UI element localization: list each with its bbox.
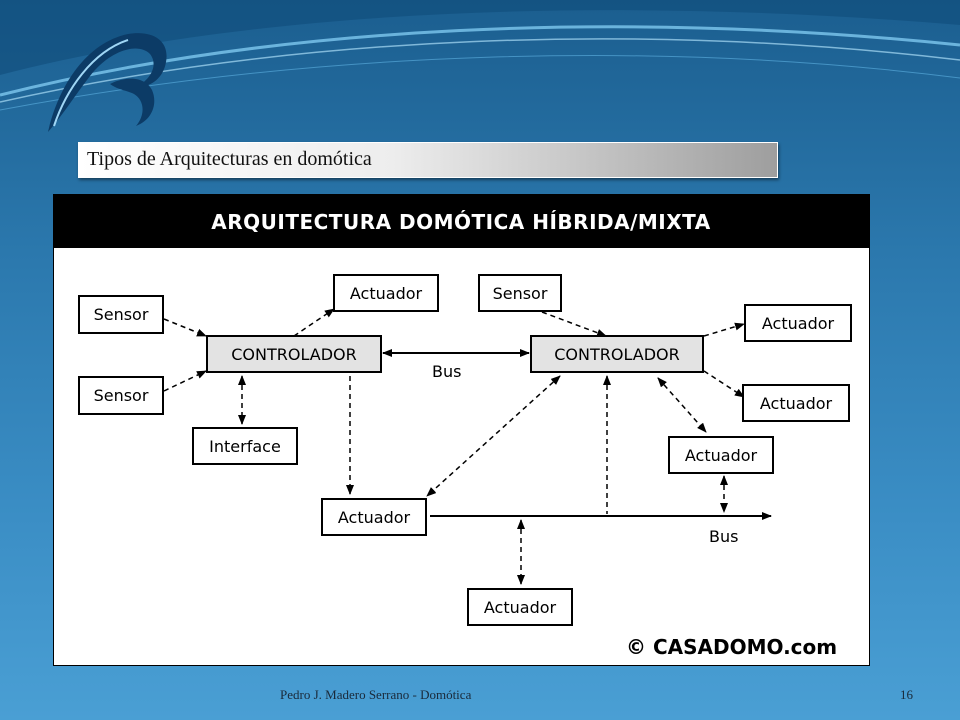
edge-controller2-actuator-right-1 (703, 322, 745, 337)
node-actuator-right-2: Actuador (742, 384, 850, 422)
slide-title: Tipos de Arquitecturas en domótica (87, 148, 372, 170)
edge-sensor1-controller1 (163, 318, 207, 337)
diagram-copyright: © CASADOMO.com (626, 635, 837, 659)
svg-text:Actuador: Actuador (350, 284, 423, 303)
bus-top-label: Bus (432, 362, 461, 381)
edge-controller1-actuator-top-left (293, 308, 335, 337)
svg-text:Interface: Interface (209, 437, 281, 456)
svg-text:Actuador: Actuador (760, 394, 833, 413)
node-controller-1: CONTROLADOR (206, 335, 382, 373)
svg-text:CONTROLADOR: CONTROLADOR (231, 345, 356, 364)
diagram-canvas: ARQUITECTURA DOMÓTICA HÍBRIDA/MIXTA Bus … (54, 195, 869, 659)
svg-text:Actuador: Actuador (762, 314, 835, 333)
node-actuator-right-3: Actuador (668, 436, 774, 474)
diagram-banner (54, 195, 869, 248)
edge-controller2-actuator-right-2 (703, 370, 745, 398)
node-actuator-bottom: Actuador (467, 588, 573, 626)
bus-top: Bus (382, 349, 530, 381)
svg-text:Actuador: Actuador (338, 508, 411, 527)
bus-bottom: Bus (430, 512, 772, 546)
architecture-diagram: ARQUITECTURA DOMÓTICA HÍBRIDA/MIXTA Bus … (53, 194, 870, 666)
node-sensor-2: Sensor (78, 376, 164, 415)
node-actuator-bus-left: Actuador (321, 498, 427, 536)
node-interface: Interface (192, 427, 298, 465)
bus-bottom-label: Bus (709, 527, 738, 546)
title-bar: Tipos de Arquitecturas en domótica (78, 142, 778, 178)
edge-controller2-actuator-bus-left (426, 375, 561, 497)
node-sensor-3: Sensor (478, 274, 562, 312)
node-sensor-1: Sensor (78, 295, 164, 334)
node-controller-2: CONTROLADOR (530, 335, 704, 373)
edge-sensor2-controller1 (163, 370, 207, 392)
node-actuator-top-left: Actuador (333, 274, 439, 312)
svg-text:Sensor: Sensor (94, 305, 149, 324)
svg-text:CONTROLADOR: CONTROLADOR (554, 345, 679, 364)
edge-controller2-actuator-right-3 (657, 377, 707, 433)
svg-text:Sensor: Sensor (493, 284, 548, 303)
footer-author: Pedro J. Madero Serrano - Domótica (280, 687, 472, 702)
svg-text:Actuador: Actuador (685, 446, 758, 465)
node-actuator-right-1: Actuador (744, 304, 852, 342)
edge-sensor3-controller2 (541, 311, 607, 337)
svg-text:Sensor: Sensor (94, 386, 149, 405)
logo-icon (48, 33, 167, 133)
page-number: 16 (900, 687, 913, 702)
svg-text:Actuador: Actuador (484, 598, 557, 617)
diagram-banner-text: ARQUITECTURA DOMÓTICA HÍBRIDA/MIXTA (211, 210, 710, 234)
